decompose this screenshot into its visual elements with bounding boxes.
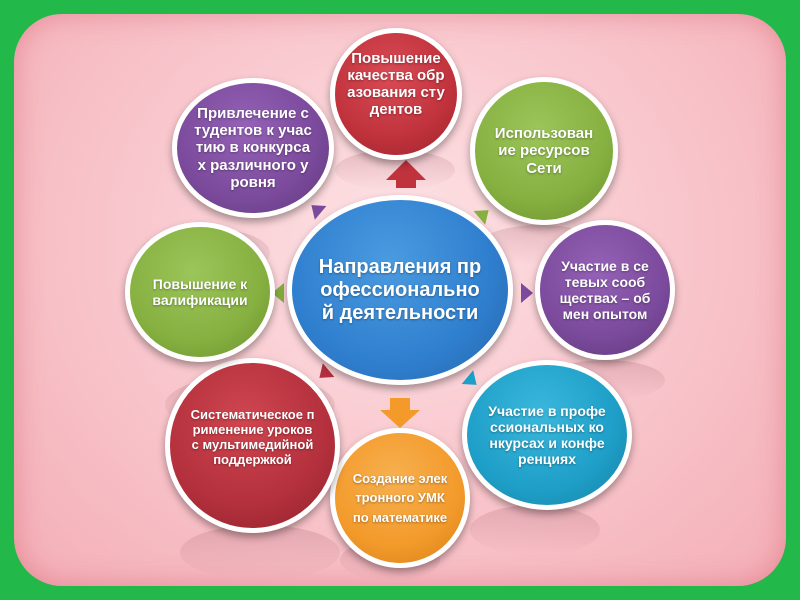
node-resources: Использование ресурсов Сети: [470, 77, 618, 225]
arrow-up: [386, 160, 426, 180]
node-umk: Создание электронного УМК по математике: [330, 428, 470, 568]
node-students: Привлечение студентов к участию в конкур…: [172, 78, 334, 218]
node-qualification-label: Повышение квалификации: [152, 275, 248, 308]
node-contests: Участие в профессиональных конкурсах и к…: [462, 360, 632, 510]
node-multimedia-label: Систематическое применение уроков с муль…: [190, 407, 315, 467]
node-networks-label: Участие в сетевых сообществах – обмен оп…: [559, 257, 651, 323]
node-qualification: Повышение квалификации: [125, 222, 275, 362]
reflection: [470, 505, 600, 555]
node-multimedia: Систематическое применение уроков с муль…: [165, 358, 340, 533]
arrow-right: [521, 283, 533, 303]
reflection: [180, 525, 340, 580]
center-circle: Направления профессиональной деятельност…: [287, 195, 513, 385]
arrow-down: [380, 410, 420, 428]
node-umk-label: Создание электронного УМК по математике: [352, 470, 448, 525]
arrow-left: [272, 283, 284, 303]
node-quality-label: Повышение качества образования студентов: [347, 49, 445, 119]
node-quality: Повышение качества образования студентов: [330, 28, 462, 160]
arrow-up-stem: [396, 178, 416, 188]
center-label: Направления профессиональной деятельност…: [318, 255, 482, 324]
node-networks: Участие в сетевых сообществах – обмен оп…: [535, 220, 675, 360]
node-students-label: Привлечение студентов к участию в конкур…: [194, 104, 312, 191]
arrow-down-stem: [390, 398, 410, 410]
node-contests-label: Участие в профессиональных конкурсах и к…: [488, 402, 606, 468]
node-resources-label: Использование ресурсов Сети: [494, 125, 594, 177]
